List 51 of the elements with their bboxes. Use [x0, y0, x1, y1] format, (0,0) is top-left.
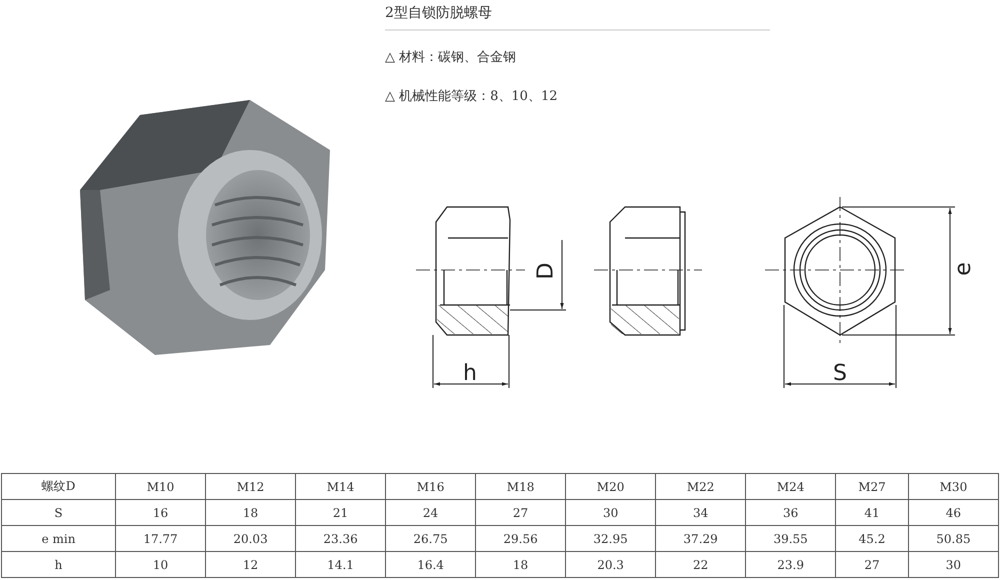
table-cell: 24 — [386, 500, 476, 526]
table-cell: 46 — [908, 500, 998, 526]
dimension-label: D — [535, 262, 558, 280]
dimension-label: S — [833, 363, 847, 385]
table-cell: 39.55 — [746, 526, 836, 552]
table-cell: 16 — [116, 500, 206, 526]
column-header-cell: M10 — [116, 474, 206, 500]
row-header-cell: 螺纹D — [2, 474, 116, 500]
table-cell: 45.2 — [836, 526, 908, 552]
title: 2型自锁防脱螺母 — [385, 4, 492, 22]
column-header-cell: M20 — [566, 474, 656, 500]
table-cell: 22 — [656, 552, 746, 578]
column-header-cell: M12 — [206, 474, 296, 500]
table-cell: 10 — [116, 552, 206, 578]
table-cell: 16.4 — [386, 552, 476, 578]
table-cell: 29.56 — [476, 526, 566, 552]
table-cell: 17.77 — [116, 526, 206, 552]
dimension-label: h — [463, 363, 477, 385]
row-header-cell: S — [2, 500, 116, 526]
table-cell: 27 — [476, 500, 566, 526]
column-header-cell: M24 — [746, 474, 836, 500]
table-cell: 30 — [566, 500, 656, 526]
column-header-cell: M16 — [386, 474, 476, 500]
column-header-cell: M30 — [908, 474, 998, 500]
table-cell: 26.75 — [386, 526, 476, 552]
row-header-cell: e min — [2, 526, 116, 552]
table-cell: 23.9 — [746, 552, 836, 578]
table-cell: 20.3 — [566, 552, 656, 578]
row-header-cell: h — [2, 552, 116, 578]
column-header-cell: M18 — [476, 474, 566, 500]
table-cell: 50.85 — [908, 526, 998, 552]
table-cell: 14.1 — [296, 552, 386, 578]
column-header-cell: M22 — [656, 474, 746, 500]
table-cell: 21 — [296, 500, 386, 526]
table-cell: 18 — [476, 552, 566, 578]
column-header-cell: M14 — [296, 474, 386, 500]
table-cell: 32.95 — [566, 526, 656, 552]
column-header-cell: M27 — [836, 474, 908, 500]
table-cell: 27 — [836, 552, 908, 578]
spec-text: △ 机械性能等级：8、10、12 — [385, 88, 558, 105]
table-cell: 20.03 — [206, 526, 296, 552]
table-cell: 37.29 — [656, 526, 746, 552]
spec-text: △ 材料：碳钢、合金钢 — [385, 49, 516, 66]
table-cell: 41 — [836, 500, 908, 526]
table-cell: 23.36 — [296, 526, 386, 552]
table-cell: 18 — [206, 500, 296, 526]
table-cell: 36 — [746, 500, 836, 526]
table-cell: 30 — [908, 552, 998, 578]
table-cell: 12 — [206, 552, 296, 578]
table-cell: 34 — [656, 500, 746, 526]
dimension-label: e — [952, 262, 975, 276]
